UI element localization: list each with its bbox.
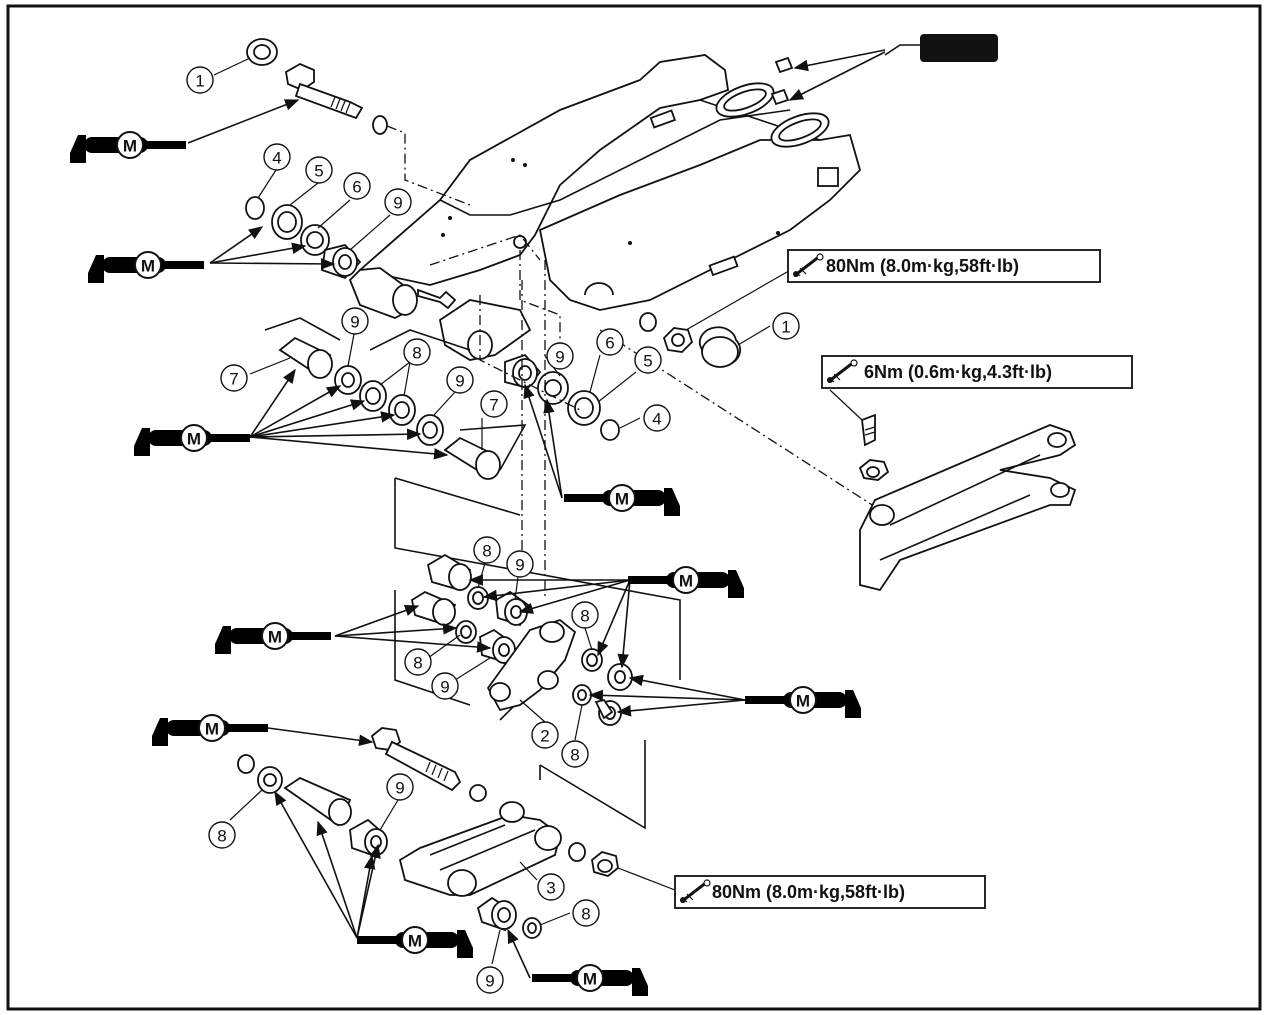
svg-text:8: 8	[570, 746, 579, 765]
callout-6: 6	[343, 172, 371, 200]
lower-left-spacers	[264, 317, 527, 480]
svg-text:8: 8	[412, 344, 421, 363]
plane-upper	[394, 478, 681, 680]
callout-1: 1	[772, 312, 800, 340]
svg-text:M: M	[123, 137, 137, 156]
callout-4: 4	[643, 404, 671, 432]
svg-text:M: M	[583, 970, 597, 989]
svg-text:8: 8	[482, 542, 491, 561]
grease-gun-icon: M	[88, 251, 204, 283]
callout-9: 9	[446, 366, 474, 394]
svg-text:M: M	[268, 628, 282, 647]
connecting-rod	[398, 784, 619, 939]
lower-left-parts	[237, 754, 388, 858]
grease-gun-icon: M	[628, 566, 744, 598]
callout-8: 8	[572, 899, 600, 927]
svg-text:9: 9	[555, 348, 564, 367]
callout-5: 5	[634, 346, 662, 374]
svg-text:M: M	[187, 430, 201, 449]
svg-text:80Nm (8.0m·kg,58ft·lb): 80Nm (8.0m·kg,58ft·lb)	[712, 882, 905, 902]
grease-gun-icon: M	[745, 686, 861, 718]
grease-gun-icon: M	[564, 484, 680, 516]
svg-text:5: 5	[314, 162, 323, 181]
callout-9: 9	[431, 672, 459, 700]
svg-text:8: 8	[581, 905, 590, 924]
callout-8: 8	[473, 536, 501, 564]
right-pivot-hardware	[504, 312, 742, 441]
callout-8: 8	[561, 740, 589, 768]
lower-bolt	[370, 727, 462, 792]
torque-spec-relay-bolt: 6Nm (0.6m·kg,4.3ft·lb)	[821, 355, 1133, 389]
callout-2: 2	[531, 721, 559, 749]
callout-9: 9	[476, 966, 504, 994]
svg-text:7: 7	[229, 370, 238, 389]
grease-gun-icon: M	[357, 926, 473, 958]
svg-text:9: 9	[455, 372, 464, 391]
svg-text:M: M	[205, 720, 219, 739]
svg-text:2: 2	[540, 727, 549, 746]
center-bolt	[417, 288, 457, 310]
relay-arm	[858, 413, 1077, 592]
svg-text:1: 1	[781, 318, 790, 337]
callout-4: 4	[263, 143, 291, 171]
svg-text:M: M	[679, 572, 693, 591]
callout-8: 8	[404, 648, 432, 676]
svg-text:9: 9	[515, 556, 524, 575]
svg-text:8: 8	[580, 607, 589, 626]
svg-text:80Nm (8.0m·kg,58ft·lb): 80Nm (8.0m·kg,58ft·lb)	[826, 256, 1019, 276]
svg-text:M: M	[615, 490, 629, 509]
callout-9: 9	[341, 307, 369, 335]
diagram-border	[6, 4, 1262, 1011]
relay-link	[486, 618, 577, 712]
svg-text:6: 6	[352, 178, 361, 197]
svg-text:9: 9	[395, 779, 404, 798]
svg-text:7: 7	[489, 396, 498, 415]
svg-text:M: M	[141, 257, 155, 276]
speed-sensor	[770, 34, 998, 106]
lower-linkage-bearings	[410, 553, 530, 664]
pivot-shaft	[246, 38, 471, 206]
callout-3: 3	[537, 873, 565, 901]
svg-text:6Nm (0.6m·kg,4.3ft·lb): 6Nm (0.6m·kg,4.3ft·lb)	[864, 362, 1052, 382]
callout-8: 8	[208, 821, 236, 849]
svg-text:6: 6	[605, 334, 614, 353]
svg-text:9: 9	[440, 678, 449, 697]
grease-gun-icon: M	[70, 131, 186, 163]
callout-5: 5	[305, 156, 333, 184]
callout-9: 9	[506, 550, 534, 578]
callout-7: 7	[480, 390, 508, 418]
callout-8: 8	[403, 338, 431, 366]
svg-text:9: 9	[485, 972, 494, 991]
svg-text:1: 1	[195, 72, 204, 91]
callout-1: 1	[186, 66, 214, 94]
callout-9: 9	[546, 342, 574, 370]
callout-7: 7	[220, 364, 248, 392]
torque-spec-lower-nut: 80Nm (8.0m·kg,58ft·lb)	[674, 875, 986, 909]
svg-text:4: 4	[272, 149, 281, 168]
callout-8: 8	[571, 601, 599, 629]
callout-6: 6	[596, 328, 624, 356]
leader-lines	[213, 57, 863, 965]
callout-9: 9	[384, 188, 412, 216]
left-bearing-set	[245, 196, 362, 280]
svg-text:M: M	[796, 692, 810, 711]
grease-gun-icon: M	[134, 424, 250, 456]
svg-text:M: M	[408, 932, 422, 951]
grease-gun-icon: M	[152, 714, 268, 746]
grease-gun-icon: M	[532, 964, 648, 996]
grease-arrows	[187, 99, 746, 979]
svg-text:5: 5	[643, 352, 652, 371]
svg-text:8: 8	[413, 654, 422, 673]
torque-spec-pivot-nut: 80Nm (8.0m·kg,58ft·lb)	[787, 249, 1101, 283]
svg-text:4: 4	[652, 410, 661, 429]
svg-text:9: 9	[350, 313, 359, 332]
swingarm	[348, 54, 862, 361]
svg-text:9: 9	[393, 194, 402, 213]
svg-text:8: 8	[217, 827, 226, 846]
svg-text:3: 3	[546, 879, 555, 898]
grease-gun-icon: M	[215, 622, 331, 654]
callout-9: 9	[386, 773, 414, 801]
